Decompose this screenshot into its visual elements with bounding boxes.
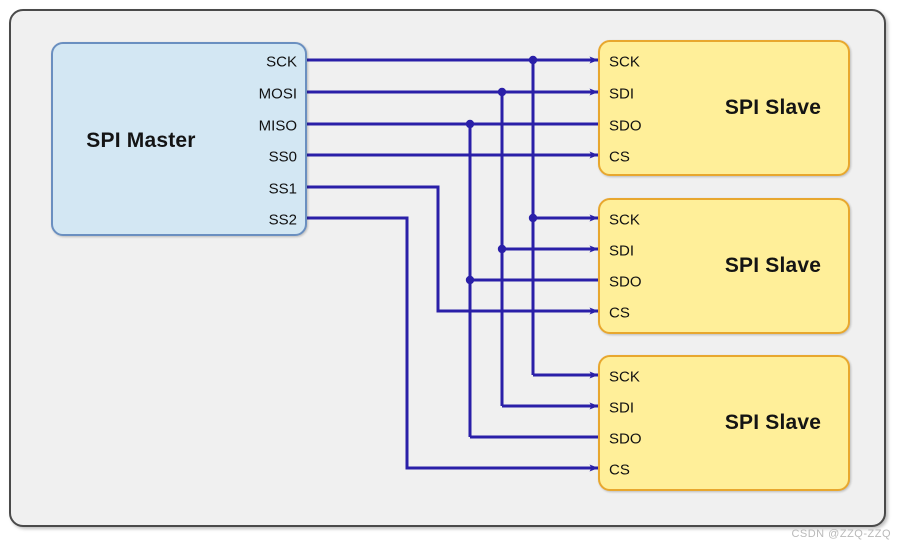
slave1-pin-label-sdi: SDI — [609, 85, 635, 103]
master-pin-label-sck: SCK — [266, 53, 297, 71]
slave3-pin-label-cs: CS — [609, 461, 630, 479]
spi-slave-title-3: SPI Slave — [724, 411, 822, 434]
spi-slave-block-1[interactable]: SPI Slave SCK SDI SDO CS — [598, 40, 850, 176]
master-pin-label-ss0: SS0 — [268, 148, 297, 166]
slave1-pin-label-sdo: SDO — [609, 117, 642, 135]
master-pin-label-ss2: SS2 — [268, 211, 297, 229]
spi-slave-title-2: SPI Slave — [724, 254, 822, 277]
master-pin-label-ss1: SS1 — [268, 180, 297, 198]
slave3-pin-label-sdi: SDI — [609, 399, 635, 417]
spi-master-title: SPI Master — [86, 129, 196, 152]
spi-slave-block-2[interactable]: SPI Slave SCK SDI SDO CS — [598, 198, 850, 334]
slave3-pin-label-sck: SCK — [609, 368, 640, 386]
slave1-pin-label-cs: CS — [609, 148, 630, 166]
slave1-pin-label-sck: SCK — [609, 53, 640, 71]
slave2-pin-label-cs: CS — [609, 304, 630, 322]
slave3-pin-label-sdo: SDO — [609, 430, 642, 448]
spi-slave-block-3[interactable]: SPI Slave SCK SDI SDO CS — [598, 355, 850, 491]
slave2-pin-label-sdo: SDO — [609, 273, 642, 291]
master-pin-label-miso: MISO — [258, 117, 297, 135]
slave2-pin-label-sck: SCK — [609, 211, 640, 229]
master-pin-label-mosi: MOSI — [258, 85, 297, 103]
watermark-text: CSDN @ZZQ-ZZQ — [791, 528, 891, 540]
spi-slave-title-1: SPI Slave — [724, 96, 822, 119]
slave2-pin-label-sdi: SDI — [609, 242, 635, 260]
